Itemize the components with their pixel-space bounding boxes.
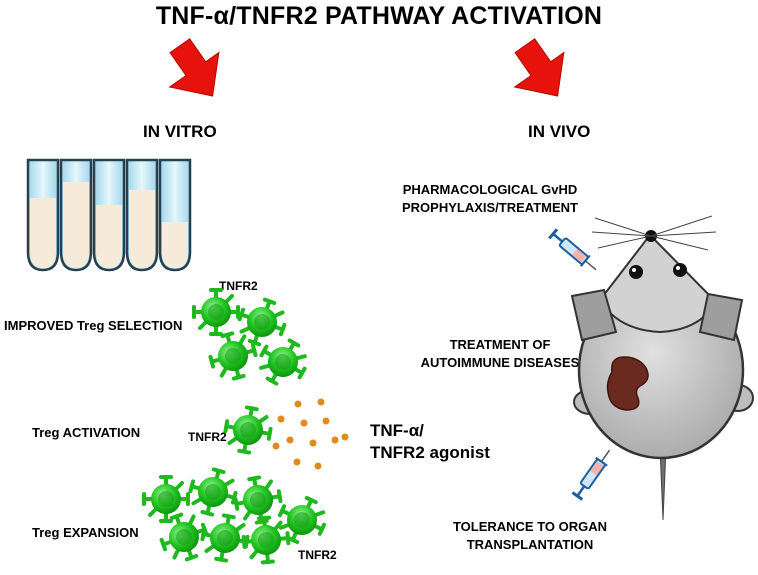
- autoimmune-label-line1: TREATMENT OF: [449, 337, 551, 352]
- test-tube-icon: [92, 158, 126, 272]
- gvhd-label-line2: PROPHYLAXIS/TREATMENT: [402, 200, 578, 215]
- improved-selection-label: IMPROVED Treg SELECTION: [4, 318, 183, 333]
- mouse-icon: [570, 215, 754, 521]
- treg-cell-icon: [184, 463, 242, 521]
- down-arrow-icon: [153, 29, 238, 114]
- test-tube-icon: [125, 158, 159, 272]
- treg-activation-label: Treg ACTIVATION: [32, 425, 141, 440]
- treg-cell-icon: [240, 514, 292, 566]
- test-tube-icon: [158, 158, 192, 272]
- treg-cell-cluster-selection: [192, 288, 316, 395]
- diagram-title: TNF-α/TNFR2 PATHWAY ACTIVATION: [155, 2, 603, 30]
- test-tube-rack: [26, 158, 192, 272]
- syringe-icon: [570, 444, 617, 502]
- kidney-icon: [606, 356, 649, 411]
- in-vivo-heading: IN VIVO: [528, 122, 591, 141]
- treg-cell-icon: [204, 327, 262, 385]
- treg-cell-cluster-expansion: [142, 463, 334, 568]
- treg-cell-icon: [220, 402, 276, 458]
- test-tube-icon: [59, 158, 93, 272]
- tnfr2-label-activation: TNFR2: [188, 430, 227, 444]
- tnfr2-label-expansion: TNFR2: [298, 548, 337, 562]
- treg-cell-icon: [250, 329, 316, 395]
- syringe-icon: [547, 226, 603, 277]
- agonist-label-line2: TNFR2 agonist: [370, 443, 490, 462]
- gvhd-label-line1: PHARMACOLOGICAL GvHD: [402, 182, 578, 197]
- agonist-label-line1: TNF-α/: [370, 421, 424, 440]
- test-tube-icon: [26, 158, 60, 272]
- tolerance-label-line2: TRANSPLANTATION: [466, 537, 594, 552]
- treg-expansion-label: Treg EXPANSION: [32, 525, 139, 540]
- treg-cell-icon: [192, 288, 240, 336]
- tolerance-label-line1: TOLERANCE TO ORGAN: [452, 519, 608, 534]
- autoimmune-label-line2: AUTOIMMUNE DISEASES: [420, 355, 580, 370]
- down-arrow-icon: [498, 29, 583, 114]
- agonist-dots: [272, 398, 349, 470]
- tnfr2-label-selection: TNFR2: [219, 279, 258, 293]
- in-vitro-heading: IN VITRO: [143, 122, 217, 141]
